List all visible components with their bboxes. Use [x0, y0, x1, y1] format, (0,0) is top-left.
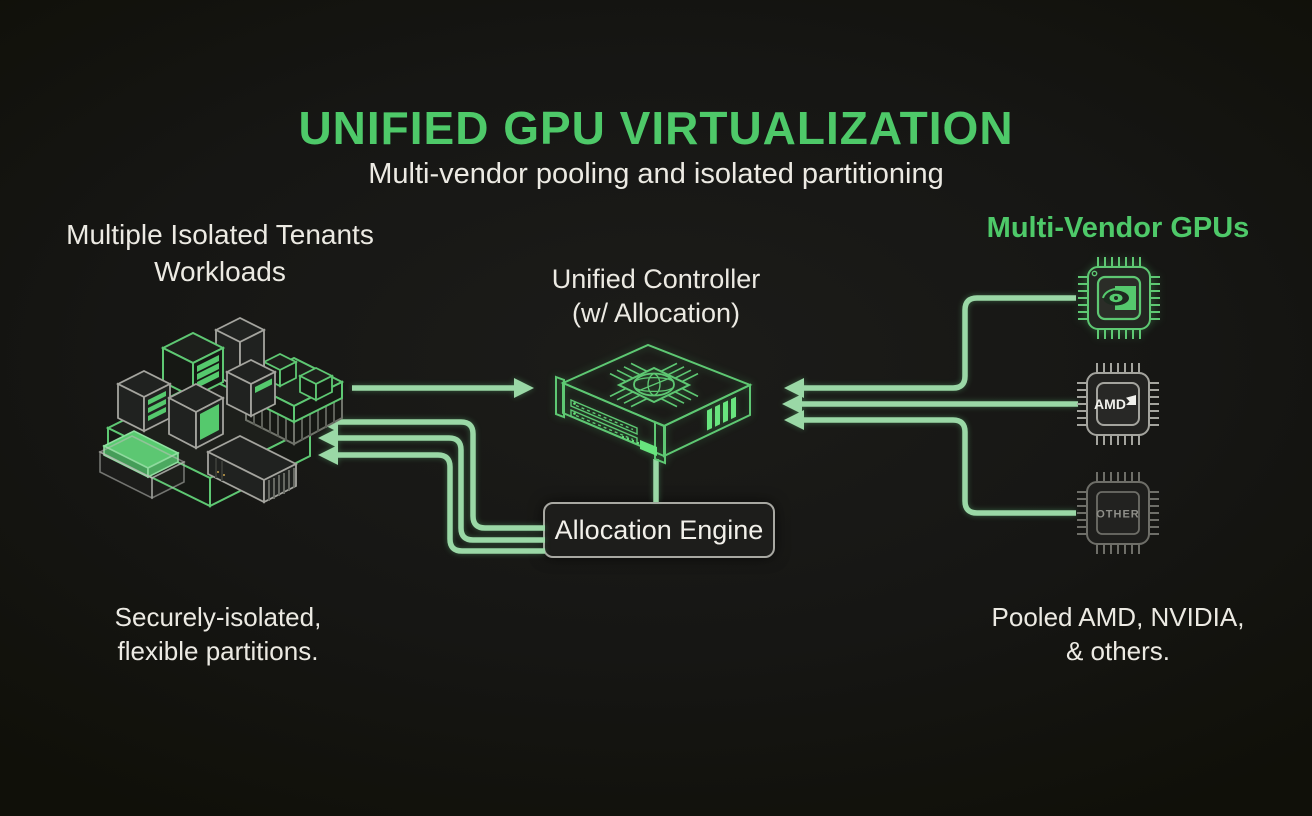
amd-arrow-logo-icon: AMD — [1094, 395, 1136, 412]
gpus-caption-line2: & others. — [1065, 636, 1171, 666]
gpus-caption-line1: Pooled AMD, NVIDIA, — [991, 602, 1245, 632]
controller-heading: Unified Controller (w/ Allocation) — [496, 262, 816, 330]
rack-ear-left — [555, 375, 565, 419]
amd-chip-icon: AMD — [1073, 359, 1163, 449]
green-panel-cube — [167, 382, 225, 450]
container-box — [205, 434, 299, 504]
controller-illustration — [555, 343, 753, 465]
allocation-engine-label: Allocation Engine — [554, 514, 764, 545]
page-subtitle: Multi-vendor pooling and isolated partit… — [368, 158, 944, 190]
tenants-heading: Multiple Isolated Tenants Workloads — [40, 216, 400, 290]
glass-partition-tray — [98, 430, 186, 500]
arrow-amd-to-controller-icon — [782, 394, 1078, 414]
other-chip-icon: OTHER — [1073, 468, 1163, 558]
amd-label: AMD — [1094, 396, 1126, 412]
drive-bays — [570, 398, 638, 446]
allocation-engine-box: Allocation Engine — [543, 502, 775, 558]
tenants-caption-line2: flexible partitions. — [117, 636, 319, 666]
led-indicators-icon — [707, 396, 736, 431]
tenants-caption-line1: Securely-isolated, — [114, 602, 322, 632]
other-label: OTHER — [1096, 509, 1140, 521]
mini-cube-2 — [297, 366, 335, 402]
gray-striped-cube — [115, 369, 173, 433]
front-dots — [621, 435, 640, 445]
gpus-heading: Multi-Vendor GPUs — [986, 212, 1250, 244]
arrow-engine-to-cluster-1-icon — [318, 412, 545, 531]
controller-heading-line2: (w/ Allocation) — [571, 298, 741, 328]
tenants-caption: Securely-isolated, flexible partitions. — [58, 600, 378, 668]
nvidia-eye-logo-icon — [1102, 286, 1136, 310]
arrow-nvidia-to-controller-icon — [784, 295, 1076, 398]
arrow-engine-to-cluster-2-icon — [318, 428, 545, 543]
gpus-caption: Pooled AMD, NVIDIA, & others. — [955, 600, 1281, 668]
nvidia-chip-icon — [1074, 253, 1164, 343]
stripe-cube — [224, 358, 278, 418]
controller-heading-line1: Unified Controller — [551, 264, 761, 294]
controller-chip-brain-icon — [609, 362, 699, 408]
arrow-cluster-to-controller-icon — [352, 378, 534, 398]
front-status-screen — [640, 440, 657, 456]
arrow-engine-to-cluster-3-icon — [318, 445, 545, 554]
tenant-cluster-illustration — [98, 316, 345, 508]
tenants-heading-line1: Multiple Isolated Tenants — [66, 219, 374, 250]
arrow-other-to-controller-icon — [784, 410, 1076, 516]
tenants-heading-line2: Workloads — [154, 256, 286, 287]
page-title: UNIFIED GPU VIRTUALIZATION — [298, 102, 1014, 154]
